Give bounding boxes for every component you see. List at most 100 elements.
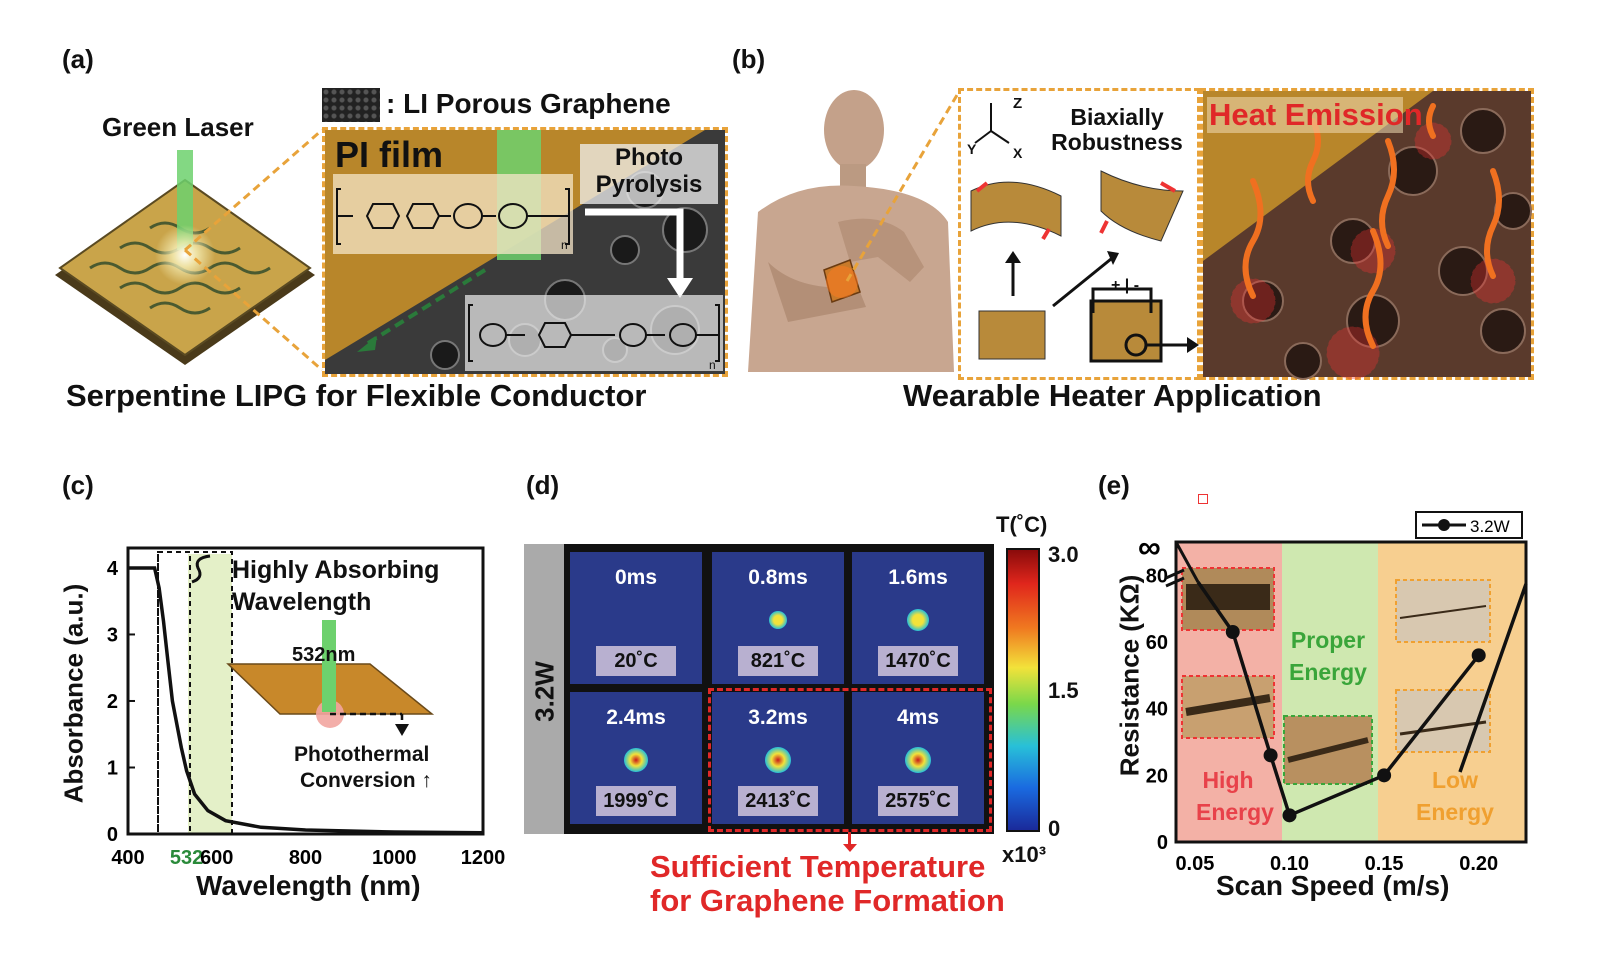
zoom-connector-b <box>845 89 962 282</box>
human-figure <box>748 90 954 372</box>
c-xlabel: Wavelength (nm) <box>196 870 421 901</box>
cell-time: 0.8ms <box>748 566 808 589</box>
low-line-1: Low <box>1432 767 1478 793</box>
note-line-1: Sufficient Temperature <box>650 849 986 884</box>
cell-time: 2.4ms <box>606 706 666 729</box>
x-tick-label: 1000 <box>372 847 417 869</box>
colorbar-tick-max: 3.0 <box>1048 542 1079 567</box>
row-label: 3.2W <box>529 661 560 722</box>
pi-film-zoom: PI film n Photo Pyrolysis <box>322 127 728 377</box>
colorbar <box>1006 548 1040 832</box>
panel-b-label: (b) <box>732 44 766 74</box>
x-tick-label: 0.10 <box>1270 853 1309 875</box>
robustness-box: Z Y X Biaxially Robustness + | - <box>958 88 1200 380</box>
x-tick-label: 532 <box>170 847 203 869</box>
e-xlabel: Scan Speed (m/s) <box>1216 870 1450 901</box>
absorb-highlight <box>188 554 232 834</box>
process-line-2: Pyrolysis <box>595 171 703 198</box>
panel-e-label: (e) <box>1098 470 1130 500</box>
device-illustration <box>55 150 315 365</box>
axis-z: Z <box>1013 95 1023 112</box>
note-line-2: for Graphene Formation <box>650 883 1005 918</box>
row-label-bar <box>524 544 566 834</box>
colorbar-scale: x10³ <box>1002 842 1047 867</box>
photo-line-2-text: Conversion <box>300 769 416 792</box>
absorb-line-2: Wavelength <box>232 588 372 616</box>
colorbar-tick-min: 0 <box>1048 816 1061 841</box>
robust-line-2: Robustness <box>1051 129 1183 155</box>
robust-line-1: Biaxially <box>1070 104 1164 130</box>
colorbar-tick-mid: 1.5 <box>1048 678 1079 703</box>
graphene-molecule <box>468 304 720 362</box>
photo-line-2: Conversion ↑ <box>294 768 432 794</box>
heat-box: Heat Emission <box>1200 88 1534 380</box>
plot-frame <box>126 546 485 836</box>
low-line-2: Energy <box>1416 799 1494 825</box>
resistance-curve <box>1196 581 1481 818</box>
legend-marker <box>1438 519 1450 531</box>
cell-temperature: 2413˚C <box>738 786 818 816</box>
callout-arrow <box>191 554 211 584</box>
y-tick-label: 4 <box>107 558 119 580</box>
panel-a-caption: Serpentine LIPG for Flexible Conductor <box>66 378 647 413</box>
zoom-connector <box>184 128 323 372</box>
hot-spot <box>624 748 648 772</box>
heat-label: Heat Emission <box>1209 97 1423 132</box>
laser-label: Green Laser <box>102 112 254 142</box>
axis-y: Y <box>967 141 977 157</box>
graphene-swatch <box>322 88 380 122</box>
process-line-1: Photo <box>615 144 683 171</box>
pi-molecule <box>336 188 570 245</box>
absorb-line-1: Highly Absorbing <box>232 556 440 584</box>
laser-wavelength: 532nm <box>292 644 356 666</box>
y-tick-label: 60 <box>1146 632 1168 654</box>
region-low-label: Low Energy <box>1400 764 1510 828</box>
sufficient-arrow <box>848 832 851 846</box>
data-point <box>1225 625 1240 639</box>
y-tick-label: 2 <box>107 691 118 713</box>
hot-spot <box>765 747 791 773</box>
data-point <box>1263 748 1278 763</box>
panel-d-label: (d) <box>526 470 560 500</box>
x-tick-label: 0.05 <box>1175 853 1214 875</box>
legend-box <box>1415 511 1523 539</box>
sufficient-note: Sufficient Temperature for Graphene Form… <box>650 850 1005 918</box>
hot-spot <box>905 747 931 773</box>
marker-icon <box>1198 494 1208 504</box>
cell-time: 3.2ms <box>748 706 808 729</box>
process-label: Photo Pyrolysis <box>580 144 718 204</box>
e-ylabel: Resistance (KΩ) <box>1114 574 1145 777</box>
legend-text: 3.2W <box>1470 517 1510 536</box>
hot-spot <box>907 609 929 631</box>
panel-b-caption: Wearable Heater Application <box>903 378 1322 413</box>
y-tick-label: 80 <box>1146 565 1168 587</box>
panel-a-label: (a) <box>62 44 94 74</box>
ylabel-anchor <box>60 824 100 834</box>
curve-to-inf <box>1174 541 1200 583</box>
data-point <box>1377 768 1392 783</box>
absorb-annotation: Highly Absorbing Wavelength <box>232 554 439 618</box>
x-tick-label: 600 <box>200 847 233 869</box>
plot-frame-e <box>1174 540 1528 844</box>
photo-annotation: Photothermal Conversion ↑ <box>294 742 432 794</box>
laser-spot <box>155 225 215 285</box>
photo-line-1: Photothermal <box>294 743 430 766</box>
cell-temperature: 1470˚C <box>878 646 958 676</box>
x-tick-label: 1200 <box>461 847 506 869</box>
region-proper <box>1282 542 1378 842</box>
graphene-structure <box>465 295 723 371</box>
y-tick-label: 3 <box>107 624 118 646</box>
y-tick-label: 0 <box>107 824 118 846</box>
region-high-label: High Energy <box>1196 764 1274 828</box>
absorb-box-outer <box>157 551 233 835</box>
robustness-art <box>970 103 1199 363</box>
resistance-points <box>1225 625 1486 823</box>
sufficient-arrowhead <box>843 844 857 852</box>
cell-temperature: 821˚C <box>738 646 818 676</box>
